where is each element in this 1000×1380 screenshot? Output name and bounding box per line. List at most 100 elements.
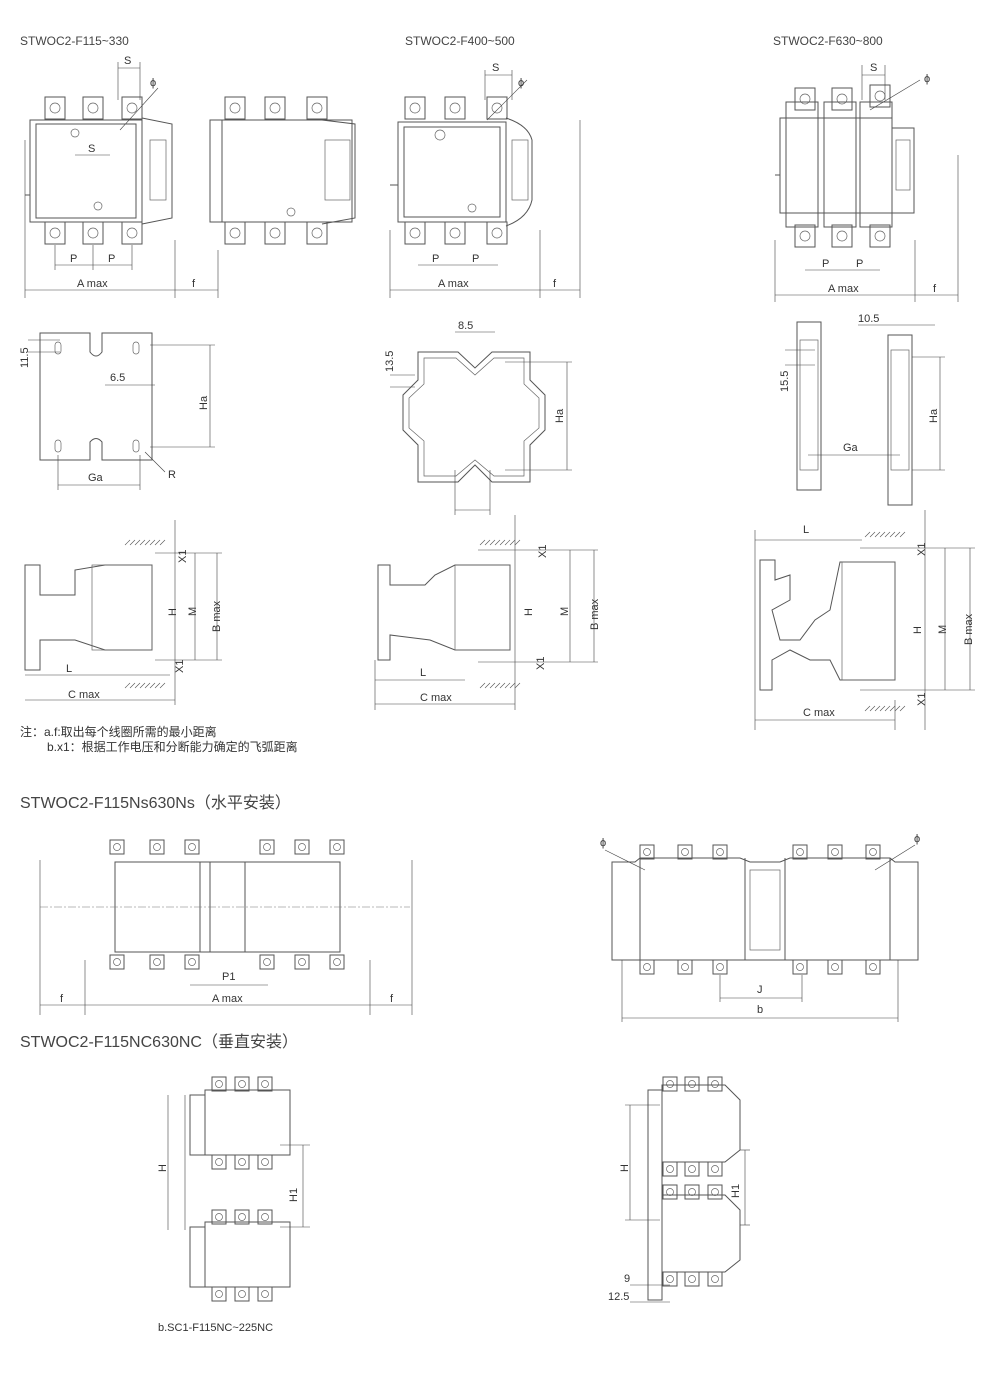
dim-j: J <box>757 984 763 996</box>
hatch-mark <box>504 539 511 546</box>
screw-icon <box>261 1290 269 1298</box>
dim-h-3: H <box>912 626 924 634</box>
hatch-mark <box>864 531 871 538</box>
hatch-mark <box>879 531 886 538</box>
hatch-mark <box>504 682 511 689</box>
dim-h-v1: H <box>157 1164 169 1172</box>
screw-icon <box>716 963 724 971</box>
screw-icon <box>869 848 877 856</box>
screw-icon <box>333 843 341 851</box>
hatch-mark <box>124 539 131 546</box>
dim-s-1b: S <box>88 143 95 155</box>
hatch-mark <box>139 682 146 689</box>
terminal-block <box>831 87 853 111</box>
screw-icon <box>666 1275 674 1283</box>
terminal-block <box>234 1286 250 1302</box>
terminal-block <box>486 96 508 120</box>
screw-icon <box>126 227 138 239</box>
screw-icon <box>449 102 461 114</box>
screw-icon <box>238 1290 246 1298</box>
hatch-mark <box>864 705 871 712</box>
hatch-mark <box>139 539 146 546</box>
dim-s-3: S <box>870 62 877 74</box>
screw-icon <box>261 1213 269 1221</box>
screw-icon <box>869 963 877 971</box>
terminal-block <box>712 959 728 975</box>
caption-vertical: b.SC1-F115NC~225NC <box>158 1322 273 1334</box>
dim-p-3a: P <box>822 258 829 270</box>
terminal-block <box>707 1076 723 1092</box>
terminal-block <box>684 1271 700 1287</box>
mounting-plate-views: 11.5 6.5 Ha Ga R 8.5 13.5 Ha 10.5 15.5 G… <box>19 313 945 515</box>
dim-l-2: L <box>420 667 426 679</box>
hatch-mark <box>509 539 516 546</box>
hatch-mark <box>879 705 886 712</box>
screw-icon <box>711 1188 719 1196</box>
screw-icon <box>449 227 461 239</box>
dim-ha-1: Ha <box>198 395 210 410</box>
screw-icon <box>229 227 241 239</box>
hatch-mark <box>149 682 156 689</box>
terminal-block <box>662 1271 678 1287</box>
dim-cmax-3: C max <box>803 707 835 719</box>
screw-icon <box>153 843 161 851</box>
screw-icon <box>298 958 306 966</box>
dim-phi-2: ϕ <box>518 77 524 89</box>
screw-icon <box>643 848 651 856</box>
dim-15-5: 15.5 <box>779 371 791 392</box>
dim-h1-v1: H1 <box>288 1188 300 1202</box>
terminal-block <box>712 844 728 860</box>
hatch-mark <box>494 539 501 546</box>
dim-phi-1: ϕ <box>150 77 156 89</box>
dim-cmax-1: C max <box>68 689 100 701</box>
dim-phi-3: ϕ <box>924 73 930 85</box>
terminal-block <box>82 96 104 120</box>
hatch-mark <box>154 682 161 689</box>
terminal-block <box>329 954 345 970</box>
terminal-block <box>662 1076 678 1092</box>
screw-icon <box>113 843 121 851</box>
dim-amax-3: A max <box>828 283 859 295</box>
screw-icon <box>261 1080 269 1088</box>
terminal-block <box>184 839 200 855</box>
dim-ga-1: Ga <box>88 472 104 484</box>
terminal-block <box>639 959 655 975</box>
hatch-mark <box>509 682 516 689</box>
dim-amax-2: A max <box>438 278 469 290</box>
hatch-mark <box>894 705 901 712</box>
side-views: L C max X1 X1 H M B max L C max X1 X1 H … <box>24 510 975 730</box>
hatch-mark <box>874 531 881 538</box>
terminal-block <box>257 1286 273 1302</box>
dim-9: 9 <box>624 1273 630 1285</box>
dim-p1: P1 <box>222 971 235 983</box>
terminal-block <box>257 1209 273 1225</box>
screw-icon <box>333 958 341 966</box>
terminal-block <box>707 1161 723 1177</box>
title-f630-800: STWOC2-F630~800 <box>773 34 883 48</box>
hatch-mark <box>134 539 141 546</box>
dim-f-1: f <box>192 278 196 290</box>
terminal-block <box>259 954 275 970</box>
dim-f-h2: f <box>390 993 394 1005</box>
title-f115-330: STWOC2-F115~330 <box>20 34 129 48</box>
terminal-block <box>831 224 853 248</box>
dim-x1-1b: X1 <box>174 660 186 673</box>
terminal-block <box>294 954 310 970</box>
screw-icon <box>238 1158 246 1166</box>
dim-h-1: H <box>167 608 179 616</box>
dim-x1-2a: X1 <box>537 545 549 558</box>
screw-icon <box>491 227 503 239</box>
screw-icon <box>688 1165 696 1173</box>
screw-icon <box>681 848 689 856</box>
hatch-mark <box>129 539 136 546</box>
hatch-mark <box>894 531 901 538</box>
dim-p-3b: P <box>856 258 863 270</box>
f400-front-view <box>390 117 533 227</box>
hatch-mark <box>494 682 501 689</box>
terminal-screws <box>44 84 891 1302</box>
screw-icon <box>126 102 138 114</box>
screw-icon <box>836 93 848 105</box>
screw-icon <box>688 1275 696 1283</box>
hatch-mark <box>479 682 486 689</box>
screw-icon <box>153 958 161 966</box>
